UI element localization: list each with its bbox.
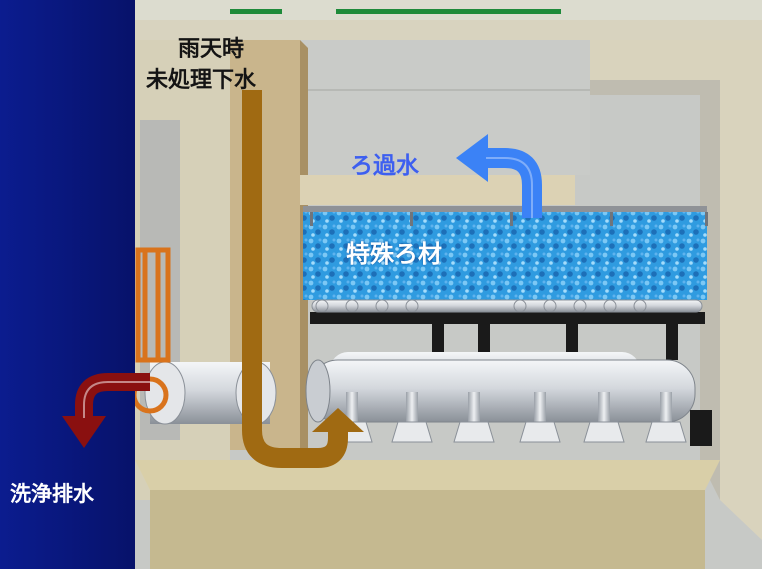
- filter-media-block: [303, 210, 707, 300]
- end-support: [690, 410, 712, 446]
- lateral-pipes: [311, 299, 703, 313]
- curved-arrow-head: [456, 134, 488, 182]
- wash-drain-label: 洗浄排水: [10, 482, 94, 506]
- right-wall: [590, 40, 762, 540]
- drain-arrowhead: [62, 416, 106, 448]
- u-turn-arrowhead: [312, 408, 364, 432]
- media-top-grid: [303, 206, 707, 212]
- media-nozzles: [310, 212, 708, 226]
- header-pipe: [309, 359, 696, 423]
- header-pipe-end: [305, 359, 331, 423]
- top-marker: [230, 9, 282, 14]
- filter-media-label: 特殊ろ材: [346, 240, 442, 268]
- support-leg: [666, 320, 678, 360]
- top-marker: [336, 9, 561, 14]
- filtered-water-label: ろ過水: [350, 153, 419, 179]
- sidebar-panel: [0, 0, 135, 569]
- valve: [131, 247, 171, 414]
- u-turn-arrow-icon: [242, 90, 348, 468]
- rainwater-label-line2: 未処理下水: [146, 68, 257, 93]
- support-leg: [566, 320, 578, 360]
- rainwater-label-line1: 雨天時: [178, 37, 245, 62]
- back-wall: [300, 40, 590, 175]
- floor-top: [135, 460, 720, 490]
- right-inner-wall: [575, 80, 720, 500]
- curved-arrow-icon: [486, 148, 542, 218]
- support-beam: [310, 312, 705, 324]
- floor-front: [150, 490, 705, 569]
- support-leg: [432, 320, 444, 360]
- ceiling-beam: [135, 20, 762, 40]
